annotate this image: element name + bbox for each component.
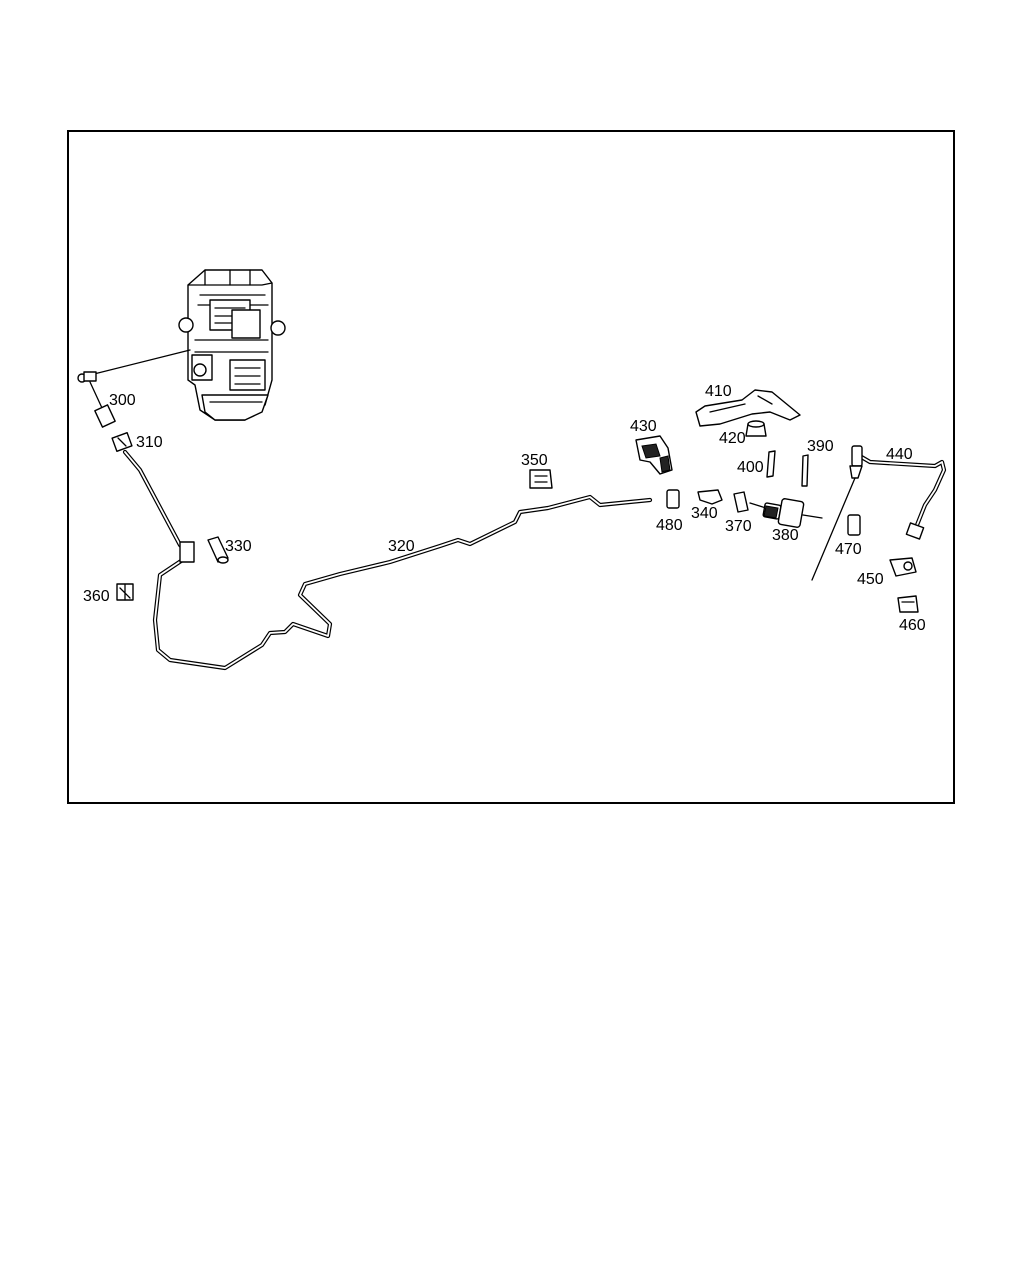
part-470-sleeve[interactable] <box>847 514 861 536</box>
part-390-pin[interactable] <box>801 454 809 487</box>
callout-350: 350 <box>521 452 548 469</box>
part-380-fuel-pump[interactable] <box>749 498 823 528</box>
callout-390: 390 <box>807 438 834 455</box>
part-440-fuel-line[interactable] <box>811 445 947 581</box>
callout-430: 430 <box>630 418 657 435</box>
callout-380: 380 <box>772 527 799 544</box>
callout-360: 360 <box>83 588 110 605</box>
part-410-bracket[interactable] <box>695 389 801 427</box>
part-430-connector[interactable] <box>635 435 673 475</box>
part-480-hose[interactable] <box>666 489 680 509</box>
callout-480: 480 <box>656 517 683 534</box>
callout-370: 370 <box>725 518 752 535</box>
part-420-nut[interactable] <box>745 420 767 437</box>
callout-450: 450 <box>857 571 884 588</box>
callout-340: 340 <box>691 505 718 522</box>
callout-400: 400 <box>737 459 764 476</box>
part-350-holder[interactable] <box>529 469 553 489</box>
callout-460: 460 <box>899 617 926 634</box>
part-340-elbow[interactable] <box>697 489 723 505</box>
heater-unit[interactable] <box>178 269 286 421</box>
callout-420: 420 <box>719 430 746 447</box>
callout-440: 440 <box>886 446 913 463</box>
part-370-sleeve[interactable] <box>733 491 749 513</box>
part-320-fuel-line[interactable] <box>122 449 653 671</box>
part-400-pin[interactable] <box>766 450 776 478</box>
callout-470: 470 <box>835 541 862 558</box>
callout-320: 320 <box>388 538 415 555</box>
callout-310: 310 <box>136 434 163 451</box>
diagram-frame <box>67 130 955 804</box>
part-450-clamp[interactable] <box>889 557 917 577</box>
part-360-clamp[interactable] <box>116 583 134 601</box>
callout-410: 410 <box>705 383 732 400</box>
part-330-sleeve[interactable] <box>207 536 229 564</box>
part-300-sensor[interactable] <box>77 371 116 428</box>
callout-300: 300 <box>109 392 136 409</box>
leader-line-300 <box>89 349 191 376</box>
callout-330: 330 <box>225 538 252 555</box>
part-460-clip[interactable] <box>897 595 919 613</box>
part-310-clip[interactable] <box>111 431 133 453</box>
